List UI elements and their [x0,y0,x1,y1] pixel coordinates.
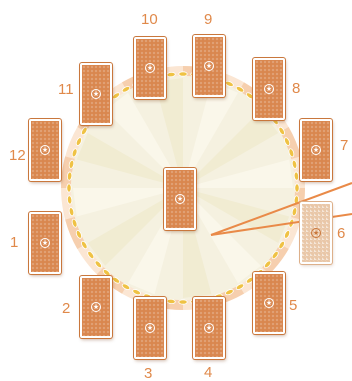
position-label-1: 1 [10,235,18,251]
star-medallion-icon: ★ [40,145,50,155]
card-position-1[interactable]: ★ [29,212,61,274]
star-medallion-icon: ★ [264,298,274,308]
center-card[interactable]: ★ [164,168,196,230]
bead [294,172,299,181]
card-position-4[interactable]: ★ [193,297,225,359]
position-label-3: 3 [144,366,152,381]
position-label-9: 9 [204,12,212,28]
card-position-5[interactable]: ★ [253,272,285,334]
star-medallion-icon: ★ [311,145,321,155]
position-label-4: 4 [204,365,212,381]
bead [179,72,187,76]
star-medallion-icon: ★ [204,61,214,71]
card-position-2[interactable]: ★ [80,276,112,338]
star-medallion-icon: ★ [91,302,101,312]
position-label-10: 10 [141,12,158,28]
card-position-3[interactable]: ★ [134,297,166,359]
bead [67,172,72,181]
bead [167,299,176,304]
star-medallion-icon: ★ [264,84,274,94]
bead [67,195,72,204]
bead [167,72,176,77]
star-medallion-icon: ★ [311,228,321,238]
position-label-2: 2 [62,301,70,317]
star-medallion-icon: ★ [145,63,155,73]
star-medallion-icon: ★ [145,323,155,333]
bead [295,184,299,192]
bead [179,300,187,304]
position-label-8: 8 [292,81,300,97]
bead [67,184,71,192]
star-medallion-icon: ★ [175,194,185,204]
card-position-7[interactable]: ★ [300,119,332,181]
card-position-8[interactable]: ★ [253,58,285,120]
star-medallion-icon: ★ [91,89,101,99]
card-position-11[interactable]: ★ [80,63,112,125]
position-label-12: 12 [9,148,26,164]
card-position-6[interactable]: ★ [300,202,332,264]
position-label-11: 11 [58,82,74,98]
position-label-7: 7 [340,138,348,154]
card-position-9[interactable]: ★ [193,35,225,97]
card-position-10[interactable]: ★ [134,37,166,99]
card-position-12[interactable]: ★ [29,119,61,181]
star-medallion-icon: ★ [40,238,50,248]
star-medallion-icon: ★ [204,323,214,333]
position-label-5: 5 [289,298,297,314]
position-label-6: 6 [337,226,345,242]
